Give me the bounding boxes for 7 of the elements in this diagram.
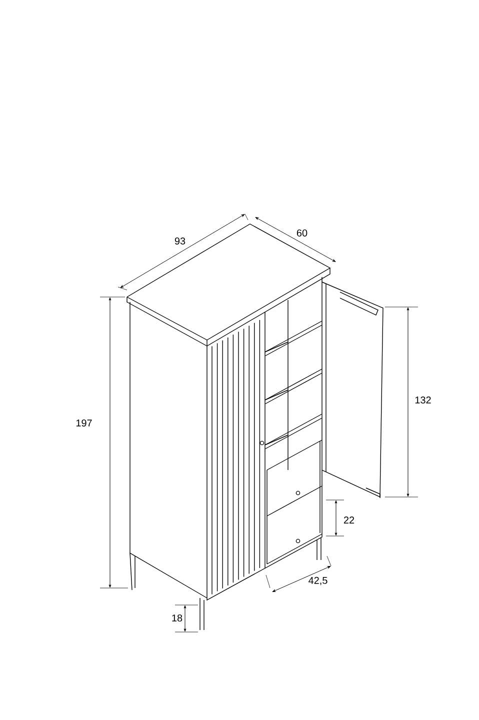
dimension-label: 18: [172, 614, 182, 622]
dimension-label: 93: [174, 237, 186, 245]
dimension-label: 197: [76, 419, 92, 427]
dimension-label: 132: [415, 396, 431, 404]
dimension-label: 42,5: [308, 576, 328, 586]
dimension-label: 22: [344, 516, 354, 524]
dimension-label: 60: [296, 229, 308, 237]
